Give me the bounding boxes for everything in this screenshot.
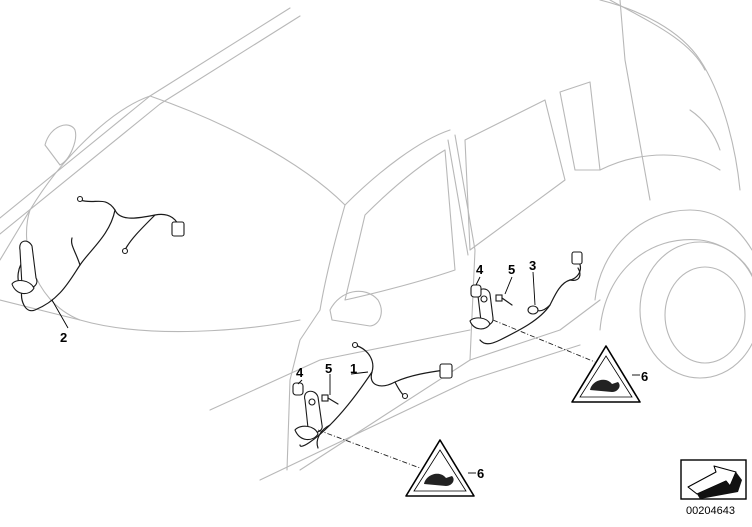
- screw-front: [321, 394, 339, 405]
- door-contact-rear: [469, 288, 494, 330]
- assembly-line-rear: [492, 319, 596, 363]
- callout-4-front: 4: [296, 365, 304, 380]
- callout-5-rear: 5: [508, 262, 515, 277]
- warning-label-rear: [571, 345, 641, 403]
- wiring-harness-front-door: [299, 341, 453, 449]
- document-number: 00204643: [686, 505, 735, 517]
- wiring-harness-rear-door: [479, 251, 583, 345]
- callout-3: 3: [529, 258, 536, 273]
- callout-2: 2: [60, 330, 67, 345]
- car-body-outline: [0, 0, 752, 481]
- arrow-reference-icon: [680, 459, 747, 500]
- callout-6-rear: 6: [641, 369, 648, 384]
- door-contact-front: [294, 390, 323, 441]
- buffer-front: [292, 382, 304, 396]
- leader-lines: [51, 271, 640, 474]
- callout-4-rear: 4: [476, 262, 484, 277]
- callout-1: 1: [350, 361, 357, 376]
- assembly-line-front: [317, 429, 421, 469]
- warning-label-front: [405, 439, 475, 497]
- wiring-harness-front: [11, 195, 185, 312]
- screw-rear: [495, 294, 513, 306]
- callout-6-front: 6: [477, 466, 484, 481]
- callout-5-front: 5: [325, 361, 332, 376]
- buffer-rear: [470, 284, 482, 298]
